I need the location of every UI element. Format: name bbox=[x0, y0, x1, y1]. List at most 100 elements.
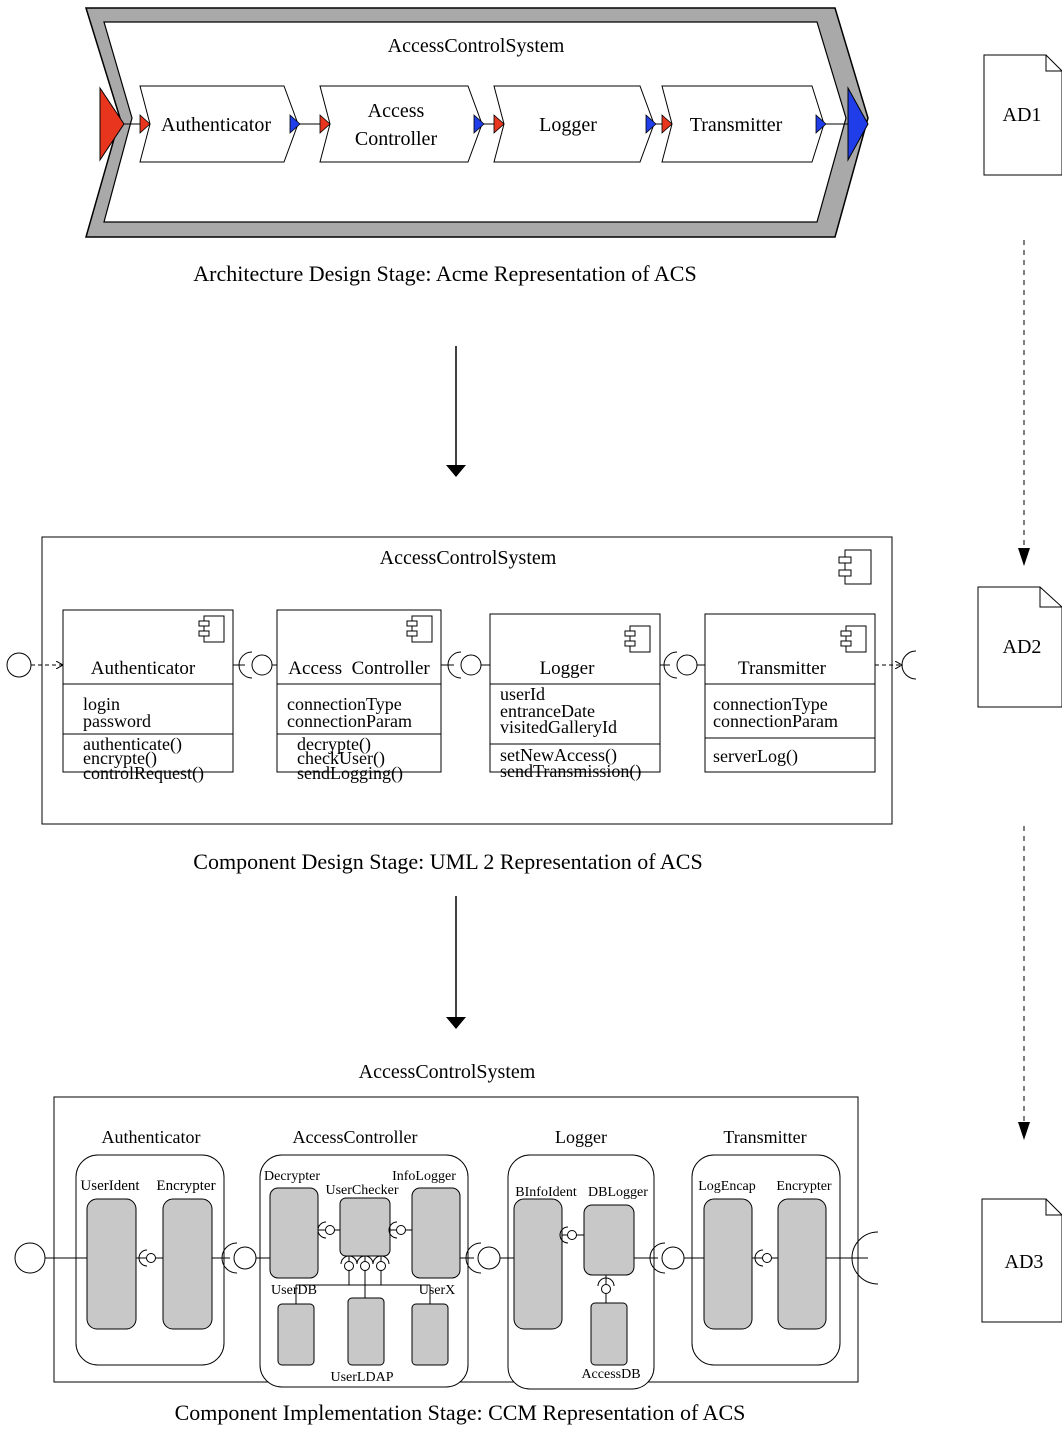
uml-operation: serverLog() bbox=[713, 746, 798, 767]
acme-system-title: AccessControlSystem bbox=[388, 35, 565, 57]
required-interface-icon bbox=[388, 1221, 398, 1239]
ccm-part-label: Encrypter bbox=[156, 1178, 215, 1194]
ccm-part-label: BInfoIdent bbox=[515, 1185, 577, 1200]
required-interface-icon bbox=[754, 1249, 764, 1267]
uml-access-controller-component: Access Controller connectionType connect… bbox=[276, 609, 442, 784]
required-interface-icon bbox=[851, 1231, 879, 1285]
userchecker-interfaces bbox=[295, 1255, 431, 1304]
provided-interface-icon bbox=[762, 1253, 772, 1263]
ccm-part-label: DBLogger bbox=[588, 1185, 648, 1200]
ccm-access-controller-component: AccessController Decrypter UserChecker I… bbox=[259, 1127, 469, 1388]
ccm-part-label: LogEncap bbox=[698, 1179, 756, 1194]
uml-operation: sendTransmission() bbox=[500, 761, 641, 782]
uml-operation: sendLogging() bbox=[297, 763, 403, 784]
uml-attribute: connectionParam bbox=[287, 711, 412, 731]
uml2-representation: AccessControlSystem Authenticator login … bbox=[6, 536, 917, 874]
ccm-part-encrypter bbox=[162, 1198, 213, 1330]
ccm-part-label: UserLDAP bbox=[331, 1370, 394, 1385]
arrowhead-icon bbox=[1018, 548, 1030, 566]
required-interface-icon bbox=[663, 651, 678, 679]
uml-operation: controlRequest() bbox=[83, 763, 204, 784]
uml-operation: authenticate() bbox=[83, 734, 182, 755]
document-label: AD1 bbox=[1003, 104, 1042, 126]
uml-logger-name: Logger bbox=[540, 658, 596, 679]
out-port-icon bbox=[645, 114, 657, 134]
ccm-part-accessdb bbox=[590, 1302, 628, 1366]
provided-interface-icon bbox=[14, 1242, 46, 1274]
acme-representation: AccessControlSystem Authenticator Access… bbox=[84, 7, 869, 286]
acme-transmitter-label: Transmitter bbox=[690, 114, 783, 136]
document-column: AD1 AD2 AD3 bbox=[977, 54, 1062, 1323]
acme-logger-component: Logger bbox=[493, 85, 657, 163]
ccm-part-binfoident bbox=[513, 1198, 563, 1330]
uml-attribute: password bbox=[83, 711, 151, 731]
stage2-caption: Component Design Stage: UML 2 Representa… bbox=[193, 849, 702, 874]
ccm-access-controller-name: AccessController bbox=[293, 1127, 418, 1147]
ccm-system-title: AccessControlSystem bbox=[359, 1061, 536, 1083]
uml-operation: checkUser() bbox=[297, 748, 385, 769]
uml-operation: decrypte() bbox=[297, 734, 371, 755]
ccm-transmitter-name: Transmitter bbox=[723, 1127, 806, 1147]
ccm-part-useridnet bbox=[86, 1198, 137, 1330]
arrowhead-icon bbox=[1018, 1122, 1030, 1140]
document-label: AD3 bbox=[1005, 1251, 1044, 1273]
ccm-transmitter-component: Transmitter LogEncap Encrypter bbox=[691, 1127, 841, 1366]
uml-logger-component: Logger userId entranceDate visitedGaller… bbox=[489, 613, 661, 782]
ccm-logger-component: Logger BInfoIdent DBLogger AccessDB bbox=[507, 1127, 655, 1390]
required-interface-icon bbox=[447, 651, 462, 679]
ccm-part-label: UserIdent bbox=[80, 1178, 140, 1194]
provided-interface-icon bbox=[661, 1246, 685, 1270]
acme-access-controller-label-line1: Access bbox=[368, 100, 425, 122]
in-port-icon bbox=[493, 114, 505, 134]
uml-attribute: visitedGalleryId bbox=[500, 717, 617, 737]
provided-interface-icon bbox=[477, 1246, 501, 1270]
uml-attribute: connectionType bbox=[287, 694, 402, 714]
ccm-part-userx bbox=[411, 1303, 449, 1366]
uml-attribute: connectionParam bbox=[713, 711, 838, 731]
ccm-part-label: UserDB bbox=[271, 1283, 317, 1298]
ccm-part-userldap bbox=[347, 1297, 385, 1366]
ccm-part-infologger bbox=[411, 1187, 461, 1279]
uml-operation: encrypte() bbox=[83, 748, 157, 769]
uml-access-controller-name: Access Controller bbox=[288, 658, 430, 679]
required-interface-icon bbox=[221, 1242, 238, 1274]
ccm-part-encrypter-2 bbox=[777, 1198, 827, 1330]
system-input-port-icon bbox=[99, 86, 125, 162]
ccm-part-label: InfoLogger bbox=[392, 1169, 456, 1184]
stage3-caption: Component Implementation Stage: CCM Repr… bbox=[175, 1400, 746, 1425]
ccm-part-label: Decrypter bbox=[264, 1169, 320, 1184]
component-icon bbox=[840, 625, 867, 653]
provided-interface-icon bbox=[601, 1284, 611, 1294]
acme-logger-label: Logger bbox=[539, 114, 597, 136]
required-interface-icon bbox=[317, 1221, 327, 1239]
ccm-representation: AccessControlSystem Authenticator UserId… bbox=[14, 1061, 879, 1425]
ccm-part-dblogger bbox=[583, 1204, 635, 1276]
out-port-icon bbox=[815, 114, 827, 134]
provided-interface-icon bbox=[567, 1230, 577, 1240]
provided-interface-icon bbox=[676, 654, 698, 676]
uml-attribute: entranceDate bbox=[500, 701, 595, 721]
uml-attribute: userId bbox=[500, 684, 545, 704]
acme-access-controller-component: Access Controller bbox=[319, 85, 485, 163]
provided-interface-icon bbox=[460, 654, 482, 676]
document-icon-ad3: AD3 bbox=[981, 1198, 1062, 1323]
provided-interface-icon bbox=[6, 652, 32, 678]
provided-interface-icon bbox=[251, 654, 273, 676]
in-port-icon bbox=[319, 114, 331, 134]
required-interface-icon bbox=[559, 1226, 569, 1244]
component-icon bbox=[624, 625, 651, 653]
uml-authenticator-component: Authenticator login password authenticat… bbox=[62, 609, 234, 784]
uml-transmitter-component: Transmitter connectionType connectionPar… bbox=[704, 613, 876, 773]
document-icon-ad2: AD2 bbox=[977, 586, 1062, 708]
uml-attribute: connectionType bbox=[713, 694, 828, 714]
document-label: AD2 bbox=[1003, 636, 1042, 658]
ccm-part-userchecker bbox=[339, 1197, 391, 1257]
component-icon bbox=[838, 549, 872, 585]
acme-authenticator-label: Authenticator bbox=[161, 114, 271, 136]
required-interface-icon bbox=[465, 1242, 482, 1274]
required-interface-icon bbox=[238, 651, 253, 679]
component-icon bbox=[198, 615, 225, 643]
provided-interface-icon bbox=[146, 1253, 156, 1263]
ccm-part-logencap bbox=[703, 1198, 753, 1330]
